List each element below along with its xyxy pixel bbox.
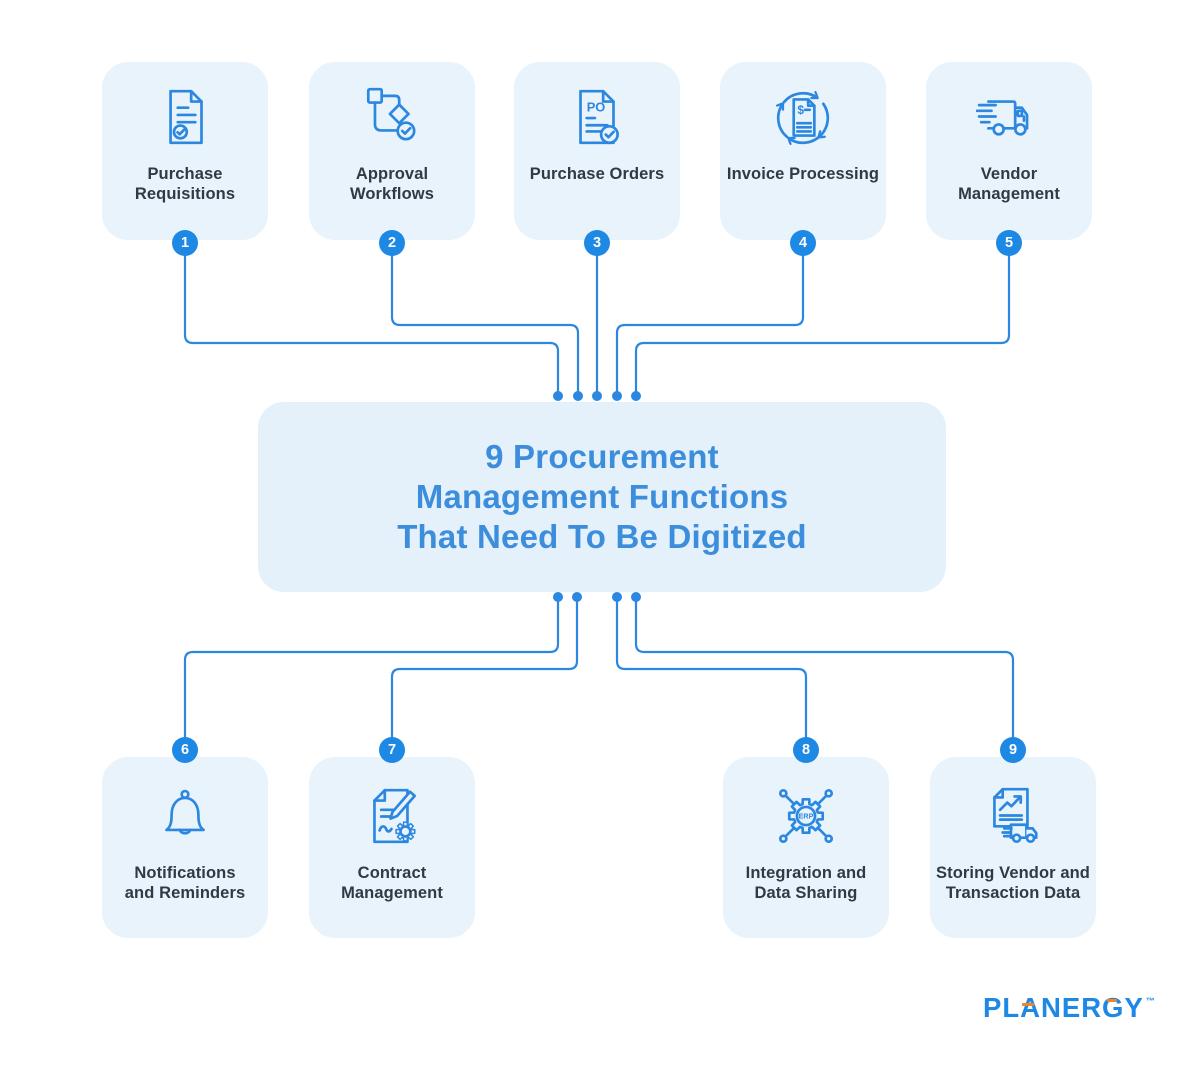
logo-accent-a <box>1022 1003 1034 1007</box>
card-label: Purchase Orders <box>529 165 665 183</box>
trademark-symbol: ™ <box>1145 996 1155 1006</box>
step-badge-8: 8 <box>793 737 819 763</box>
step-badge-5: 5 <box>996 230 1022 256</box>
erp-text: ERP <box>799 812 814 821</box>
connector-1 <box>183 248 560 394</box>
connector-dots <box>553 391 641 602</box>
step-badge-7: 7 <box>379 737 405 763</box>
card-label: Approval Workflows <box>349 165 435 203</box>
step-badge-2: 2 <box>379 230 405 256</box>
step-badge-3: 3 <box>584 230 610 256</box>
contract-pen-gear-icon <box>373 788 417 844</box>
logo-text: PLANERGY <box>983 992 1144 1023</box>
notification-bell-icon <box>165 789 205 835</box>
card-label: Vendor Management <box>958 165 1060 203</box>
connector-6 <box>183 598 560 748</box>
card-label: Storing Vendor and Transaction Data <box>936 864 1090 902</box>
erp-gear-network-icon: ERP <box>778 788 834 844</box>
delivery-truck-icon <box>976 100 1029 136</box>
card-label: Contract Management <box>341 864 443 902</box>
card-label: Integration and Data Sharing <box>745 864 867 902</box>
card-5-vendor-management: Vendor Management 5 <box>926 62 1092 256</box>
logo-accent-g <box>1107 999 1117 1003</box>
step-badge-4: 4 <box>790 230 816 256</box>
dollar-text: $ <box>797 103 804 117</box>
connector-5 <box>634 248 1011 394</box>
po-text: PO <box>587 99 606 114</box>
step-badge-1: 1 <box>172 230 198 256</box>
center-title-box: 9 Procurement Management Functions That … <box>258 402 946 592</box>
card-6-notifications-reminders: Notifications and Reminders 6 <box>102 737 268 938</box>
card-label: Notifications and Reminders <box>124 864 246 902</box>
card-7-contract-management: Contract Management 7 <box>309 737 475 938</box>
po-document-icon: PO <box>579 89 619 145</box>
card-9-storing-vendor-transaction-data: Storing Vendor and Transaction Data 9 <box>930 737 1096 938</box>
infographic-title: 9 Procurement Management Functions That … <box>397 438 807 555</box>
card-2-approval-workflows: Approval Workflows 2 <box>309 62 475 256</box>
card-1-purchase-requisitions: Purchase Requisitions 1 <box>102 62 268 256</box>
document-chart-truck-icon <box>993 787 1038 844</box>
connector-8 <box>615 598 808 748</box>
connector-4 <box>615 248 805 394</box>
card-label: Invoice Processing <box>726 165 880 183</box>
step-badge-6: 6 <box>172 737 198 763</box>
card-label: Purchase Requisitions <box>134 165 236 203</box>
invoice-cycle-icon: $ <box>770 84 830 150</box>
document-check-icon <box>169 89 203 145</box>
connector-9 <box>634 598 1015 748</box>
card-8-integration-data-sharing: ERP Integration and Data Sharing 8 <box>723 737 889 938</box>
workflow-check-icon <box>366 87 416 141</box>
card-4-invoice-processing: $ Invoice Processing 4 <box>720 62 886 256</box>
connector-2 <box>390 248 580 394</box>
card-3-purchase-orders: PO Purchase Orders 3 <box>514 62 680 256</box>
connector-7 <box>390 598 579 748</box>
step-badge-9: 9 <box>1000 737 1026 763</box>
